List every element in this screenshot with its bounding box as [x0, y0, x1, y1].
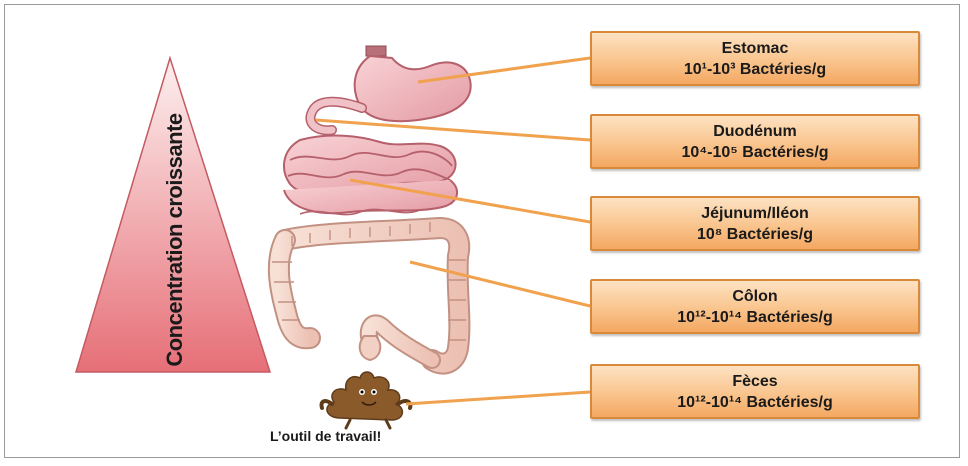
poop-caption: L’outil de travail!	[270, 428, 381, 444]
region-name: Fèces	[592, 371, 918, 392]
small-intestine-organ	[284, 136, 457, 215]
label-box-colon: Côlon 10¹²-10¹⁴ Bactéries/g	[590, 279, 920, 334]
region-name: Estomac	[592, 38, 918, 59]
connector-feces	[406, 392, 590, 404]
region-name: Jéjunum/Iléon	[592, 203, 918, 224]
bacteria-count: 10⁴-10⁵ Bactéries/g	[592, 142, 918, 163]
colon-organ	[272, 222, 466, 364]
label-box-estomac: Estomac 10¹-10³ Bactéries/g	[590, 31, 920, 86]
stomach-organ	[310, 46, 470, 130]
connector-colon	[410, 262, 590, 306]
bacteria-count: 10¹-10³ Bactéries/g	[592, 59, 918, 80]
poop-mascot-icon	[321, 372, 410, 428]
bacteria-count: 10¹²-10¹⁴ Bactéries/g	[592, 307, 918, 328]
label-box-duodenum: Duodénum 10⁴-10⁵ Bactéries/g	[590, 114, 920, 169]
bacteria-count: 10⁸ Bactéries/g	[592, 224, 918, 245]
label-box-jejunum-ileon: Jéjunum/Iléon 10⁸ Bactéries/g	[590, 196, 920, 251]
region-name: Duodénum	[592, 121, 918, 142]
bacteria-count: 10¹²-10¹⁴ Bactéries/g	[592, 392, 918, 413]
label-box-feces: Fèces 10¹²-10¹⁴ Bactéries/g	[590, 364, 920, 419]
region-name: Côlon	[592, 286, 918, 307]
